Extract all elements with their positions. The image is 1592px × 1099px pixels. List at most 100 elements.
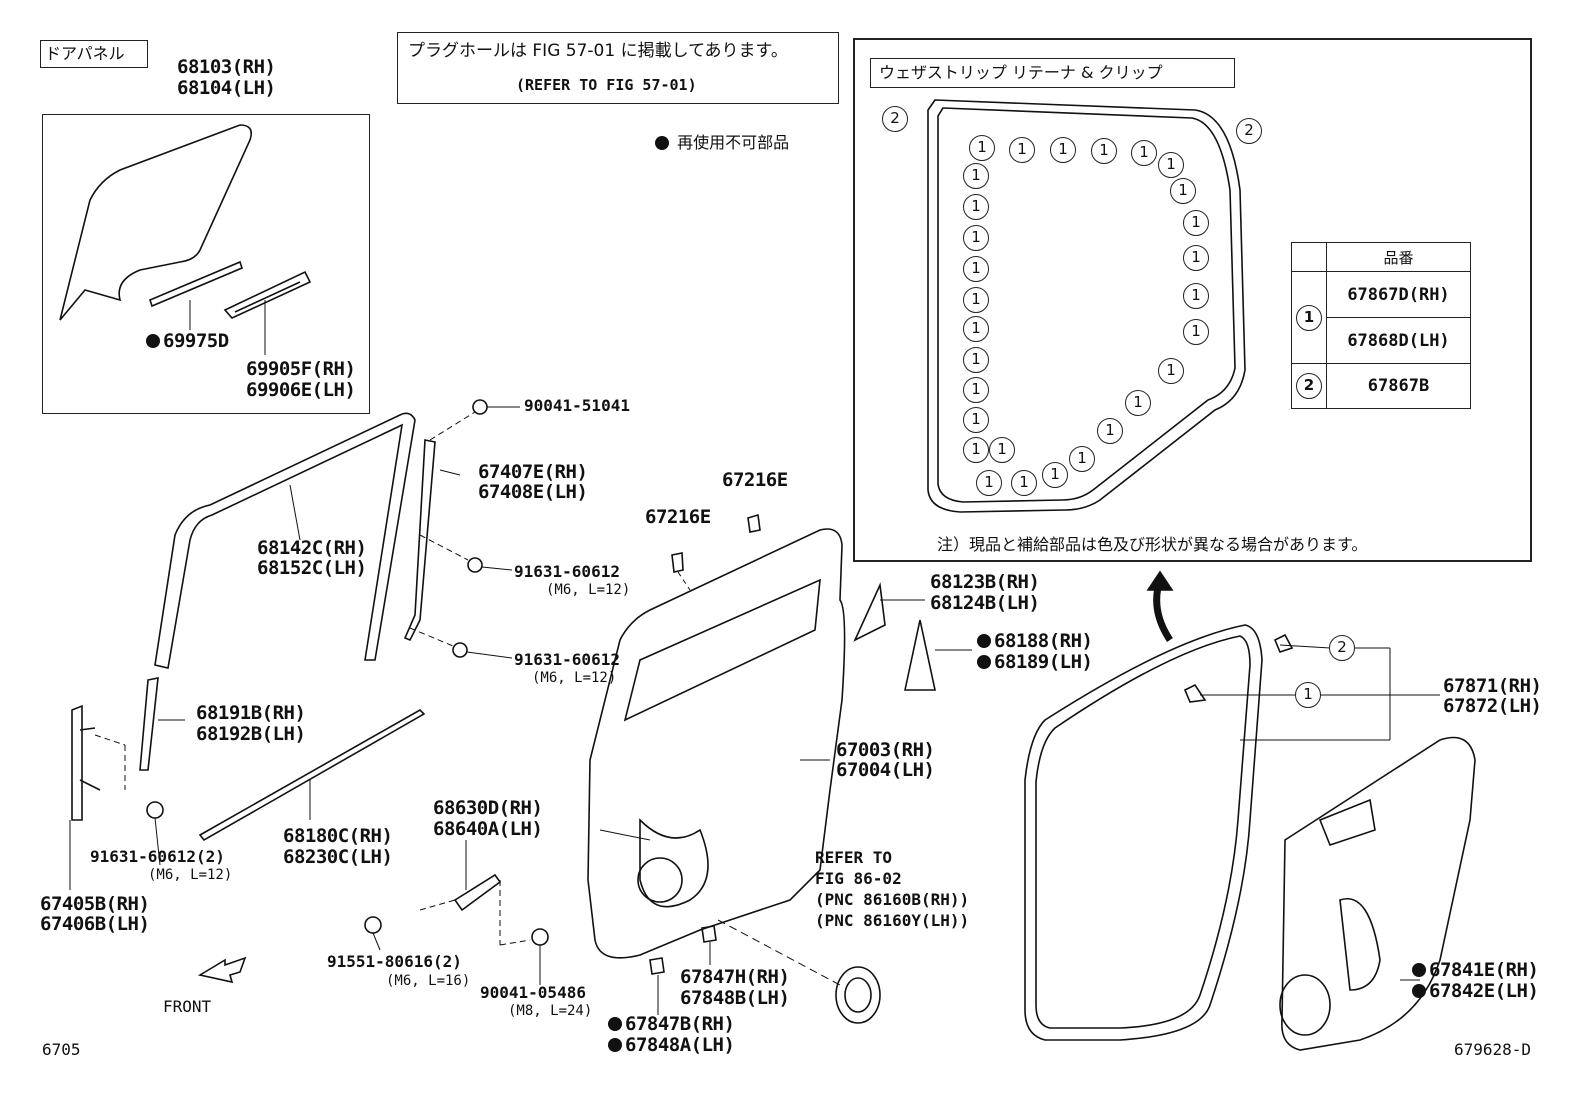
- non-reusable-dot-icon: [1412, 983, 1426, 998]
- part-label-67405b: 67405B(RH): [40, 893, 150, 915]
- non-reusable-dot-icon: [655, 135, 669, 150]
- callout-1: 1: [1050, 137, 1076, 163]
- part-label-67842e: 67842E(LH): [1412, 980, 1539, 1002]
- part-spec-bolt-60612-b: (M6, L=12): [532, 670, 617, 686]
- speaker-ref-1: REFER TO: [815, 848, 893, 867]
- non-reusable-text: 再使用不可部品: [677, 133, 790, 152]
- callout-1: 1: [963, 194, 989, 220]
- rear-sash: [71, 704, 101, 821]
- clip-table-ref-1: 1: [1296, 304, 1322, 331]
- callout-1: 1: [963, 225, 989, 251]
- non-reusable-legend: 再使用不可部品: [655, 134, 789, 151]
- part-label-68191b: 68191B(RH): [196, 702, 306, 724]
- part-label-68630d: 68630D(RH): [433, 797, 543, 819]
- part-label-bolt-60612-a: 91631-60612: [514, 562, 620, 581]
- trim-68188: [904, 619, 936, 691]
- part-label-68189: 68189(LH): [977, 651, 1093, 673]
- callout-1: 1: [963, 287, 989, 313]
- part-label-bolt-80616: 91551-80616(2): [327, 952, 462, 971]
- run-channel: [403, 439, 436, 642]
- clip-table-ref-2: 2: [1296, 373, 1322, 399]
- callout-1-door: 1: [1295, 682, 1321, 708]
- door-panel-tag: ドアパネル: [40, 40, 148, 68]
- part-label-69975d: 69975D: [146, 331, 229, 352]
- callout-1: 1: [976, 470, 1002, 496]
- front-label: FRONT: [163, 997, 212, 1016]
- callout-1: 1: [963, 347, 989, 373]
- part-label-69905f: 69905F(RH): [246, 358, 356, 380]
- figure-code: 679628-D: [1454, 1040, 1532, 1059]
- non-reusable-dot-icon: [1412, 962, 1426, 977]
- speaker-ref-4: (PNC 86160Y(LH)): [815, 911, 970, 930]
- part-label-67848b: 67848B(LH): [680, 987, 790, 1009]
- part-number: 68188(RH): [994, 630, 1093, 652]
- part-label-67003: 67003(RH): [836, 739, 935, 761]
- callout-1: 1: [963, 437, 989, 463]
- callout-1: 1: [1131, 140, 1157, 166]
- clip-table-header: 品番: [1291, 242, 1471, 272]
- part-spec-bolt-05486: (M8, L=24): [508, 1003, 593, 1019]
- part-label-67841e: 67841E(RH): [1412, 960, 1539, 981]
- part-label-bolt-51041: 90041-51041: [524, 396, 630, 415]
- part-label-clip-67216e-b: 67216E: [722, 469, 788, 491]
- part-label-bolt-60612-c: 91631-60612(2): [90, 847, 225, 866]
- part-number: 68189(LH): [994, 651, 1093, 673]
- part-label-68152c: 68152C(LH): [257, 557, 367, 579]
- part-label-68640a: 68640A(LH): [433, 818, 543, 840]
- callout-1: 1: [1011, 470, 1037, 496]
- part-label-67871: 67871(RH): [1443, 675, 1542, 697]
- clip-table-part-2: 67867B: [1326, 363, 1471, 409]
- clip-table-part-rh: 67867D(RH): [1326, 271, 1471, 318]
- lower-strip: [139, 677, 159, 771]
- non-reusable-dot-icon: [146, 333, 160, 348]
- part-label-68188: 68188(RH): [977, 630, 1093, 652]
- callout-1: 1: [963, 377, 989, 403]
- plug-hole-jp: プラグホールは FIG 57-01 に掲載してあります。: [408, 41, 788, 61]
- part-number: 67848A(LH): [625, 1034, 735, 1056]
- callout-1: 1: [1183, 245, 1209, 271]
- speaker-ref-3: (PNC 86160B(RH)): [815, 890, 970, 909]
- clip-part-table: 品番 1 67867D(RH) 67868D(LH) 2 67867B: [1291, 242, 1471, 409]
- part-label-67408e: 67408E(LH): [478, 481, 588, 503]
- plug-hole-note: プラグホールは FIG 57-01 に掲載してあります。 (REFER TO F…: [397, 32, 839, 104]
- callout-1: 1: [963, 163, 989, 189]
- callout-1: 1: [1125, 390, 1151, 416]
- callout-1: 1: [1042, 462, 1068, 488]
- part-number: 69975D: [163, 330, 229, 352]
- part-spec-bolt-80616: (M6, L=16): [386, 973, 471, 989]
- callout-1: 1: [1158, 152, 1184, 178]
- clip-table-row: 2 67867B: [1291, 363, 1471, 409]
- door-glass-shape: [59, 124, 253, 321]
- part-label-69906e: 69906E(LH): [246, 379, 356, 401]
- part-number: 67842E(LH): [1429, 980, 1539, 1002]
- weatherstrip-inset: [853, 38, 1532, 562]
- callout-1: 1: [1009, 137, 1035, 163]
- part-label-68180c: 68180C(RH): [283, 825, 393, 847]
- callout-1: 1: [1183, 283, 1209, 309]
- belt-molding: [198, 709, 426, 842]
- part-label-67004: 67004(LH): [836, 759, 935, 781]
- callout-1: 1: [1158, 358, 1184, 384]
- callout-1: 1: [1069, 446, 1095, 472]
- part-label-67847b: 67847B(RH): [608, 1014, 735, 1035]
- glass-run-strip: [223, 270, 312, 319]
- callout-2-topright: 2: [1236, 118, 1262, 144]
- part-label-67847h: 67847H(RH): [680, 966, 790, 988]
- callout-1: 1: [969, 135, 995, 161]
- clip-67216e-a: [671, 552, 684, 573]
- part-label-clip-67216e-a: 67216E: [645, 506, 711, 528]
- part-label-67872: 67872(LH): [1443, 695, 1542, 717]
- clip-table-row: 1 67867D(RH): [1291, 271, 1471, 364]
- non-reusable-dot-icon: [608, 1016, 622, 1031]
- part-label-67406b: 67406B(LH): [40, 913, 150, 935]
- part-label-glass-lh: 68104(LH): [177, 77, 276, 99]
- part-label-bolt-60612-b: 91631-60612: [514, 650, 620, 669]
- callout-1: 1: [963, 256, 989, 282]
- callout-1: 1: [963, 316, 989, 342]
- speaker-drawing: [835, 966, 881, 1024]
- callout-2-door: 2: [1329, 635, 1355, 661]
- page-code: 6705: [42, 1040, 81, 1059]
- part-label-68142c: 68142C(RH): [257, 537, 367, 559]
